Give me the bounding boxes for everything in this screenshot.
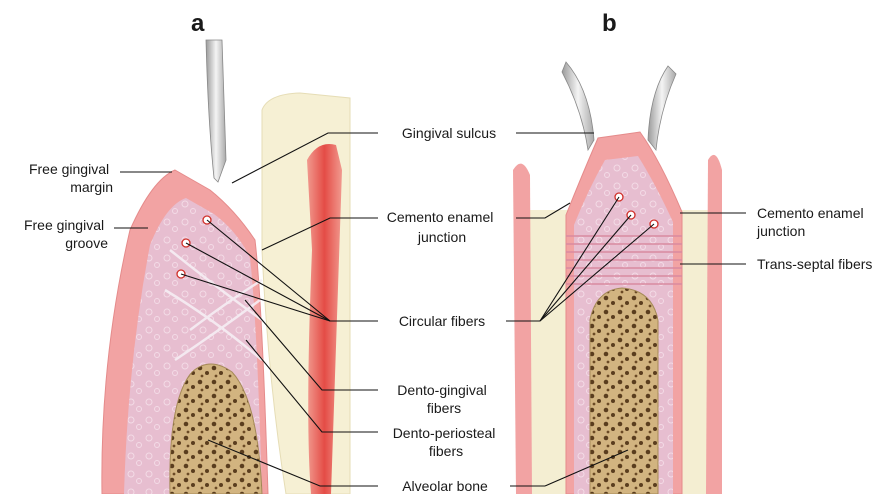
label-alveolar-bone: Alveolar bone (402, 478, 488, 494)
adjacent-tooth-left-b (513, 164, 532, 494)
label-circular-fibers: Circular fibers (399, 313, 485, 329)
alveolar-bone-b (590, 288, 658, 494)
panel-letter-a: a (191, 10, 205, 37)
probe-instrument-b-right (648, 66, 676, 150)
probe-instrument-a (206, 40, 226, 182)
panel-b-illustration (513, 62, 722, 494)
adjacent-tooth-right-b (706, 155, 722, 494)
label-trans-septal-fibers: Trans-septal fibers (757, 256, 872, 272)
probe-instrument-b-left (562, 62, 594, 150)
label-free-gingival-margin: Free gingival margin (29, 161, 113, 195)
label-free-gingival-groove: Free gingival groove (24, 217, 108, 251)
label-cemento-enamel-junction-b: Cemento enamel junction (756, 205, 868, 239)
label-cemento-enamel-junction-a: Cemento enamel junction (387, 209, 498, 245)
label-gingival-sulcus: Gingival sulcus (402, 125, 496, 141)
label-dento-gingival-fibers: Dento-gingival fibers (397, 382, 490, 416)
panel-letter-b: b (602, 10, 617, 37)
panel-a-illustration (102, 40, 350, 494)
label-dento-periosteal-fibers: Dento-periosteal fibers (393, 425, 500, 459)
